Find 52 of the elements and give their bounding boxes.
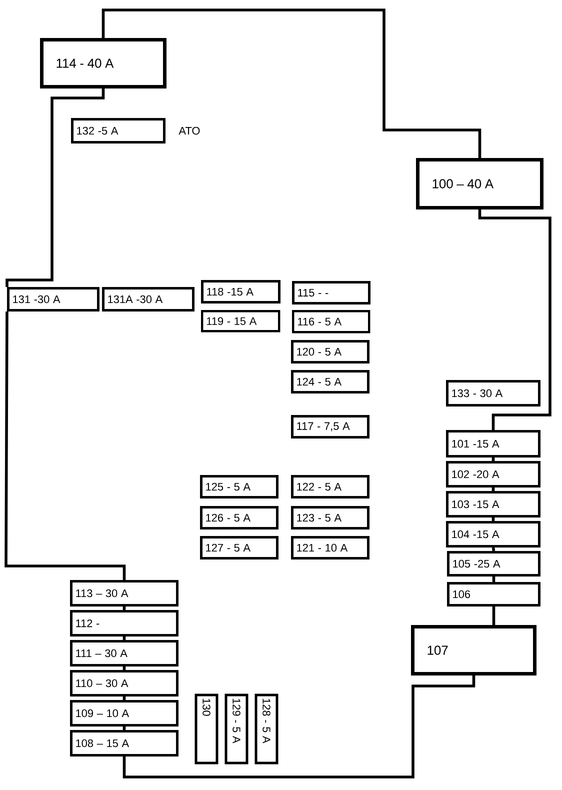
fuse-box: 109 – 10 A: [70, 700, 178, 726]
fuse-box: 116 - 5 A: [292, 310, 370, 334]
fuse-box: 130: [194, 694, 218, 764]
connector-line: [4, 312, 126, 580]
connector-line: [492, 518, 495, 521]
fuse-box: 112 -: [70, 610, 178, 636]
connector-line: [102, 8, 482, 158]
connector-line: [492, 458, 495, 461]
fuse-box: 133 - 30 A: [446, 380, 540, 406]
connector-line: [492, 488, 495, 491]
fuse-box: 128 - 5 A: [254, 694, 278, 764]
fuse-box: 106: [447, 582, 540, 606]
fuse-box: 117 - 7,5 A: [291, 415, 370, 438]
connector-line: [122, 696, 126, 700]
connector-line: [6, 88, 105, 287]
fuse-box: 103 -15 A: [446, 491, 540, 518]
connector-line: [122, 636, 126, 640]
fuse-box: 119 - 15 A: [201, 310, 280, 332]
fuse-box: 101 -15 A: [446, 430, 540, 458]
connector-line: [122, 666, 126, 670]
fuse-box: 129 - 5 A: [224, 694, 248, 764]
fuse-box: 123 - 5 A: [291, 506, 370, 530]
fuse-box: 125 - 5 A: [200, 475, 278, 498]
fuse-box: 111 – 30 A: [70, 640, 178, 666]
fuse-box: 120 - 5 A: [291, 340, 370, 364]
fuse-box: 121 - 10 A: [291, 536, 370, 560]
fuse-box: 131A -30 A: [102, 287, 194, 312]
fuse-box: 131 -30 A: [7, 287, 100, 312]
connector-line: [492, 606, 496, 625]
fuse-box: 115 - -: [292, 281, 370, 304]
fuse-box: 124 - 5 A: [291, 370, 370, 394]
connector-line: [492, 576, 496, 582]
fuse-box: 126 - 5 A: [200, 506, 278, 530]
connector-line: [478, 210, 552, 430]
fuse-box: 102 -20 A: [446, 461, 540, 488]
fuse-box: 107: [411, 625, 536, 676]
side-label: ATO: [178, 126, 200, 135]
fuse-box: 127 - 5 A: [200, 536, 278, 560]
fuse-box: 104 -15 A: [446, 521, 540, 548]
fuse-box: 113 – 30 A: [70, 580, 178, 606]
fuse-box: 110 – 30 A: [70, 670, 178, 696]
fuse-box: 118 -15 A: [201, 280, 280, 304]
fuse-box: 122 - 5 A: [291, 475, 370, 498]
connector-line: [122, 606, 126, 610]
fuse-box: 100 – 40 A: [416, 158, 544, 210]
fuse-box: 105 -25 A: [447, 551, 540, 576]
fuse-box: 108 – 15 A: [70, 730, 178, 756]
fuse-box: 132 -5 A: [71, 118, 166, 144]
fuse-box: 114 - 40 A: [40, 38, 166, 88]
connector-line: [492, 547, 496, 552]
connector-line: [122, 676, 476, 778]
connector-line: [122, 726, 126, 730]
